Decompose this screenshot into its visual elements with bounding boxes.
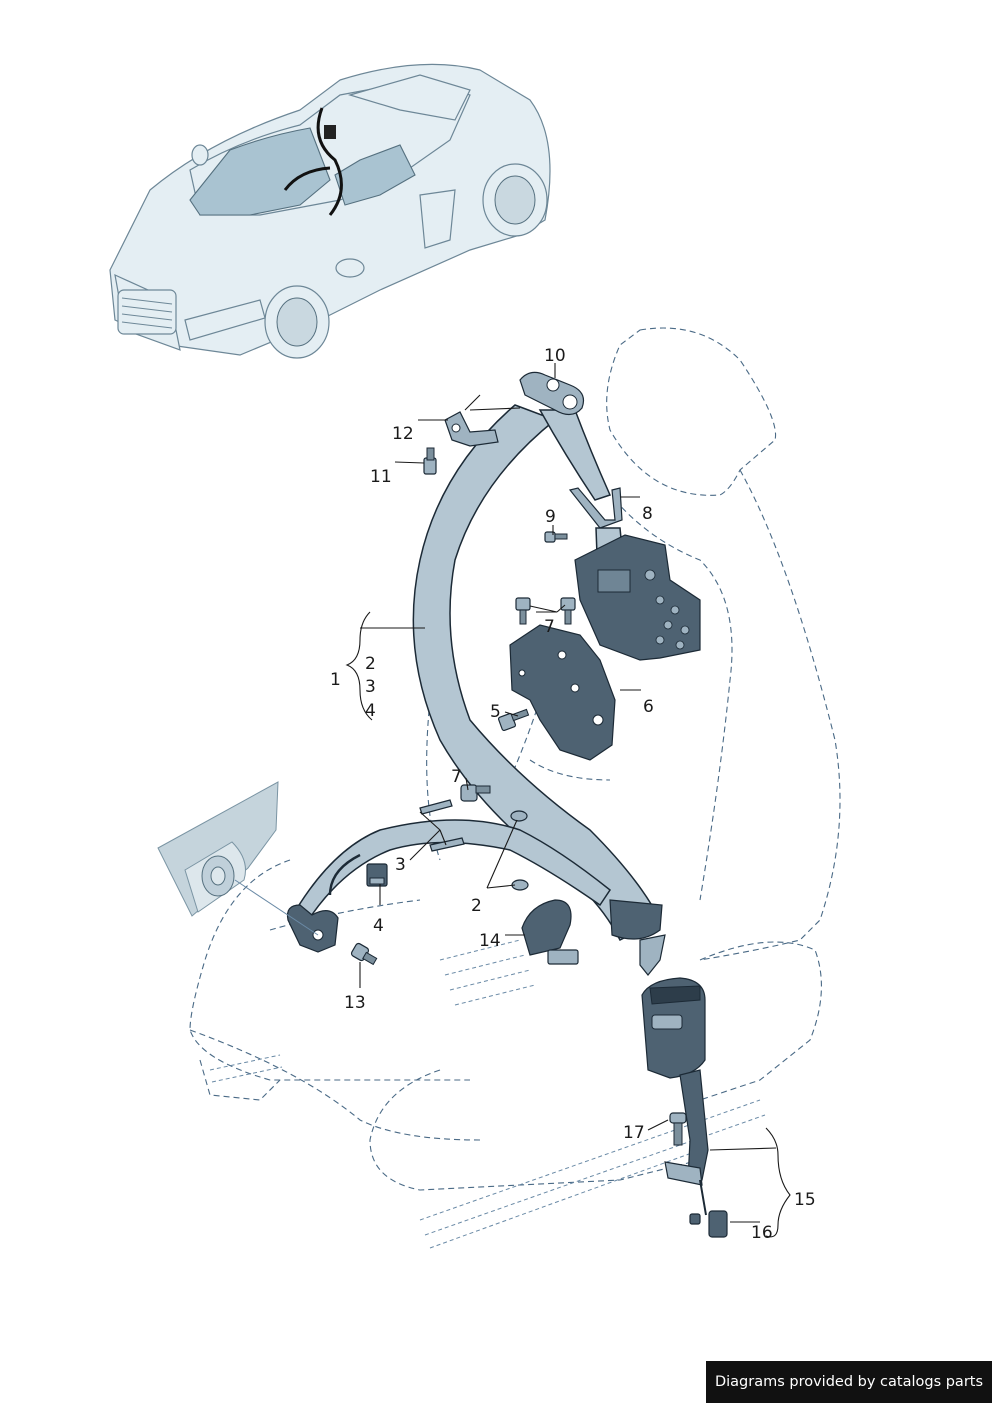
callout-7-upper: 7 (544, 617, 555, 637)
upper-anchor (519, 371, 585, 416)
lower-anchor (234, 853, 361, 953)
callout-4-bracket: 4 (365, 701, 376, 721)
belt-guide-14 (521, 899, 579, 965)
bolt-5 (497, 708, 530, 732)
bolt-9 (544, 531, 568, 543)
belt-guide-clips (419, 799, 529, 891)
seat-belt-buckle (641, 977, 728, 1238)
callout-5: 5 (490, 702, 501, 722)
callout-2: 2 (471, 896, 482, 916)
callout-17: 17 (623, 1123, 645, 1143)
bolt-11 (423, 447, 437, 475)
callout-6: 6 (643, 697, 654, 717)
callout-1: 1 (330, 670, 341, 690)
bolt-7-upper-left (515, 597, 531, 625)
bolt-17 (669, 1112, 687, 1146)
callout-3: 3 (395, 855, 406, 875)
callout-8: 8 (642, 504, 653, 524)
leader-lines (345, 363, 791, 1238)
car-illustration (109, 63, 551, 359)
callout-9: 9 (545, 507, 556, 527)
callout-10: 10 (544, 346, 566, 366)
callout-13: 13 (344, 993, 366, 1013)
bolt-7-lower (460, 784, 491, 802)
wiring-connector (366, 863, 388, 887)
mounting-bracket (509, 624, 616, 761)
callout-16: 16 (751, 1223, 773, 1243)
callout-12: 12 (392, 424, 414, 444)
seat-belt-webbing (288, 404, 666, 976)
belt-retractor (568, 487, 701, 661)
height-adjuster-clip (444, 411, 499, 447)
callout-4: 4 (373, 916, 384, 936)
callout-14: 14 (479, 931, 501, 951)
callout-7-lower: 7 (451, 767, 462, 787)
bolt-13 (350, 942, 378, 966)
bolt-7-upper-right (560, 597, 576, 625)
callout-15: 15 (794, 1190, 816, 1210)
callout-11: 11 (370, 467, 392, 487)
callout-3-bracket: 3 (365, 677, 376, 697)
callout-labels: 10 12 11 8 9 7 6 5 1 2 3 4 7 3 4 2 14 13… (330, 346, 816, 1243)
callout-2-bracket: 2 (365, 654, 376, 674)
credit-banner: Diagrams provided by catalogs parts (706, 1361, 992, 1403)
b-pillar-panel (157, 781, 279, 917)
